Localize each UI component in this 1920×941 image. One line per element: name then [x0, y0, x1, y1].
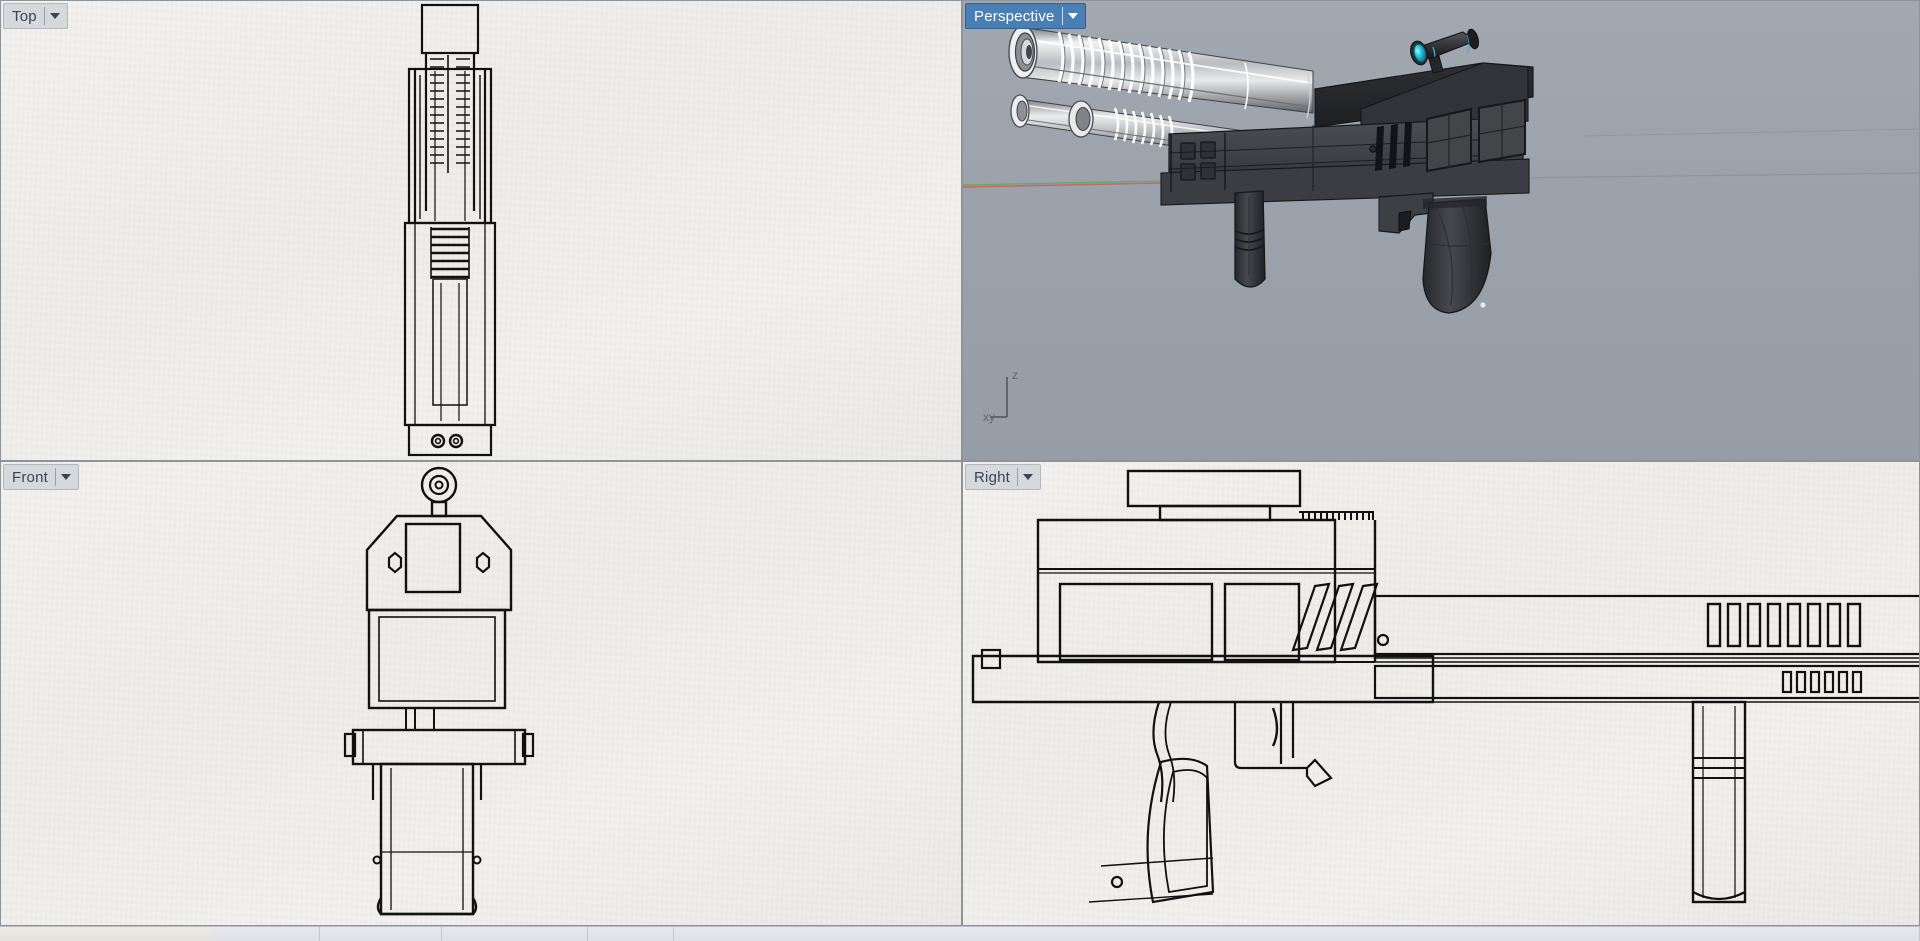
right-view-drawing	[971, 469, 1919, 904]
status-bar	[0, 926, 1920, 941]
title-divider	[43, 7, 45, 25]
viewport-right-background	[963, 462, 1919, 925]
viewport-title-front[interactable]: Front	[3, 464, 80, 490]
viewport-title-top[interactable]: Top	[3, 3, 68, 29]
viewport-top-background	[1, 1, 961, 460]
trigger-assembly	[1378, 192, 1434, 234]
receiver	[1160, 62, 1534, 206]
chevron-down-icon[interactable]	[1067, 13, 1078, 19]
front-view-drawing	[343, 466, 535, 916]
viewport-title-label: Front	[12, 468, 49, 486]
optic-scope	[1410, 28, 1480, 74]
status-segment[interactable]	[214, 927, 320, 941]
axis-gizmo: z xy	[983, 368, 1018, 424]
viewport-front[interactable]: Front	[0, 461, 962, 926]
chevron-down-icon[interactable]	[49, 13, 60, 19]
barrel-shroud-upper	[1008, 25, 1314, 119]
top-view-drawing	[403, 3, 497, 457]
viewport-title-label: Top	[12, 7, 37, 25]
chevron-down-icon[interactable]	[1023, 474, 1034, 480]
title-divider	[1017, 468, 1019, 486]
chevron-down-icon[interactable]	[61, 474, 72, 480]
perspective-model-render	[1008, 25, 1534, 314]
status-segment	[0, 927, 214, 941]
status-segment[interactable]	[674, 927, 1920, 941]
title-divider	[1061, 7, 1063, 25]
status-segment[interactable]	[320, 927, 442, 941]
viewport-top[interactable]: Top	[0, 0, 962, 461]
viewport-right[interactable]: Right	[962, 461, 1920, 926]
viewport-title-label: Right	[974, 468, 1011, 486]
viewport-title-perspective[interactable]: Perspective	[965, 3, 1086, 29]
vertical-foregrip	[1234, 190, 1266, 288]
title-divider	[55, 468, 57, 486]
status-segment[interactable]	[588, 927, 674, 941]
gizmo-xy-label: xy	[983, 410, 995, 424]
viewport-perspective[interactable]: Perspective	[962, 0, 1920, 461]
pistol-grip	[1422, 198, 1492, 314]
status-segment[interactable]	[442, 927, 588, 941]
gizmo-z-label: z	[1012, 368, 1018, 382]
viewport-title-label: Perspective	[974, 7, 1055, 25]
viewport-title-right[interactable]: Right	[965, 464, 1042, 490]
viewport-front-background	[1, 462, 961, 925]
